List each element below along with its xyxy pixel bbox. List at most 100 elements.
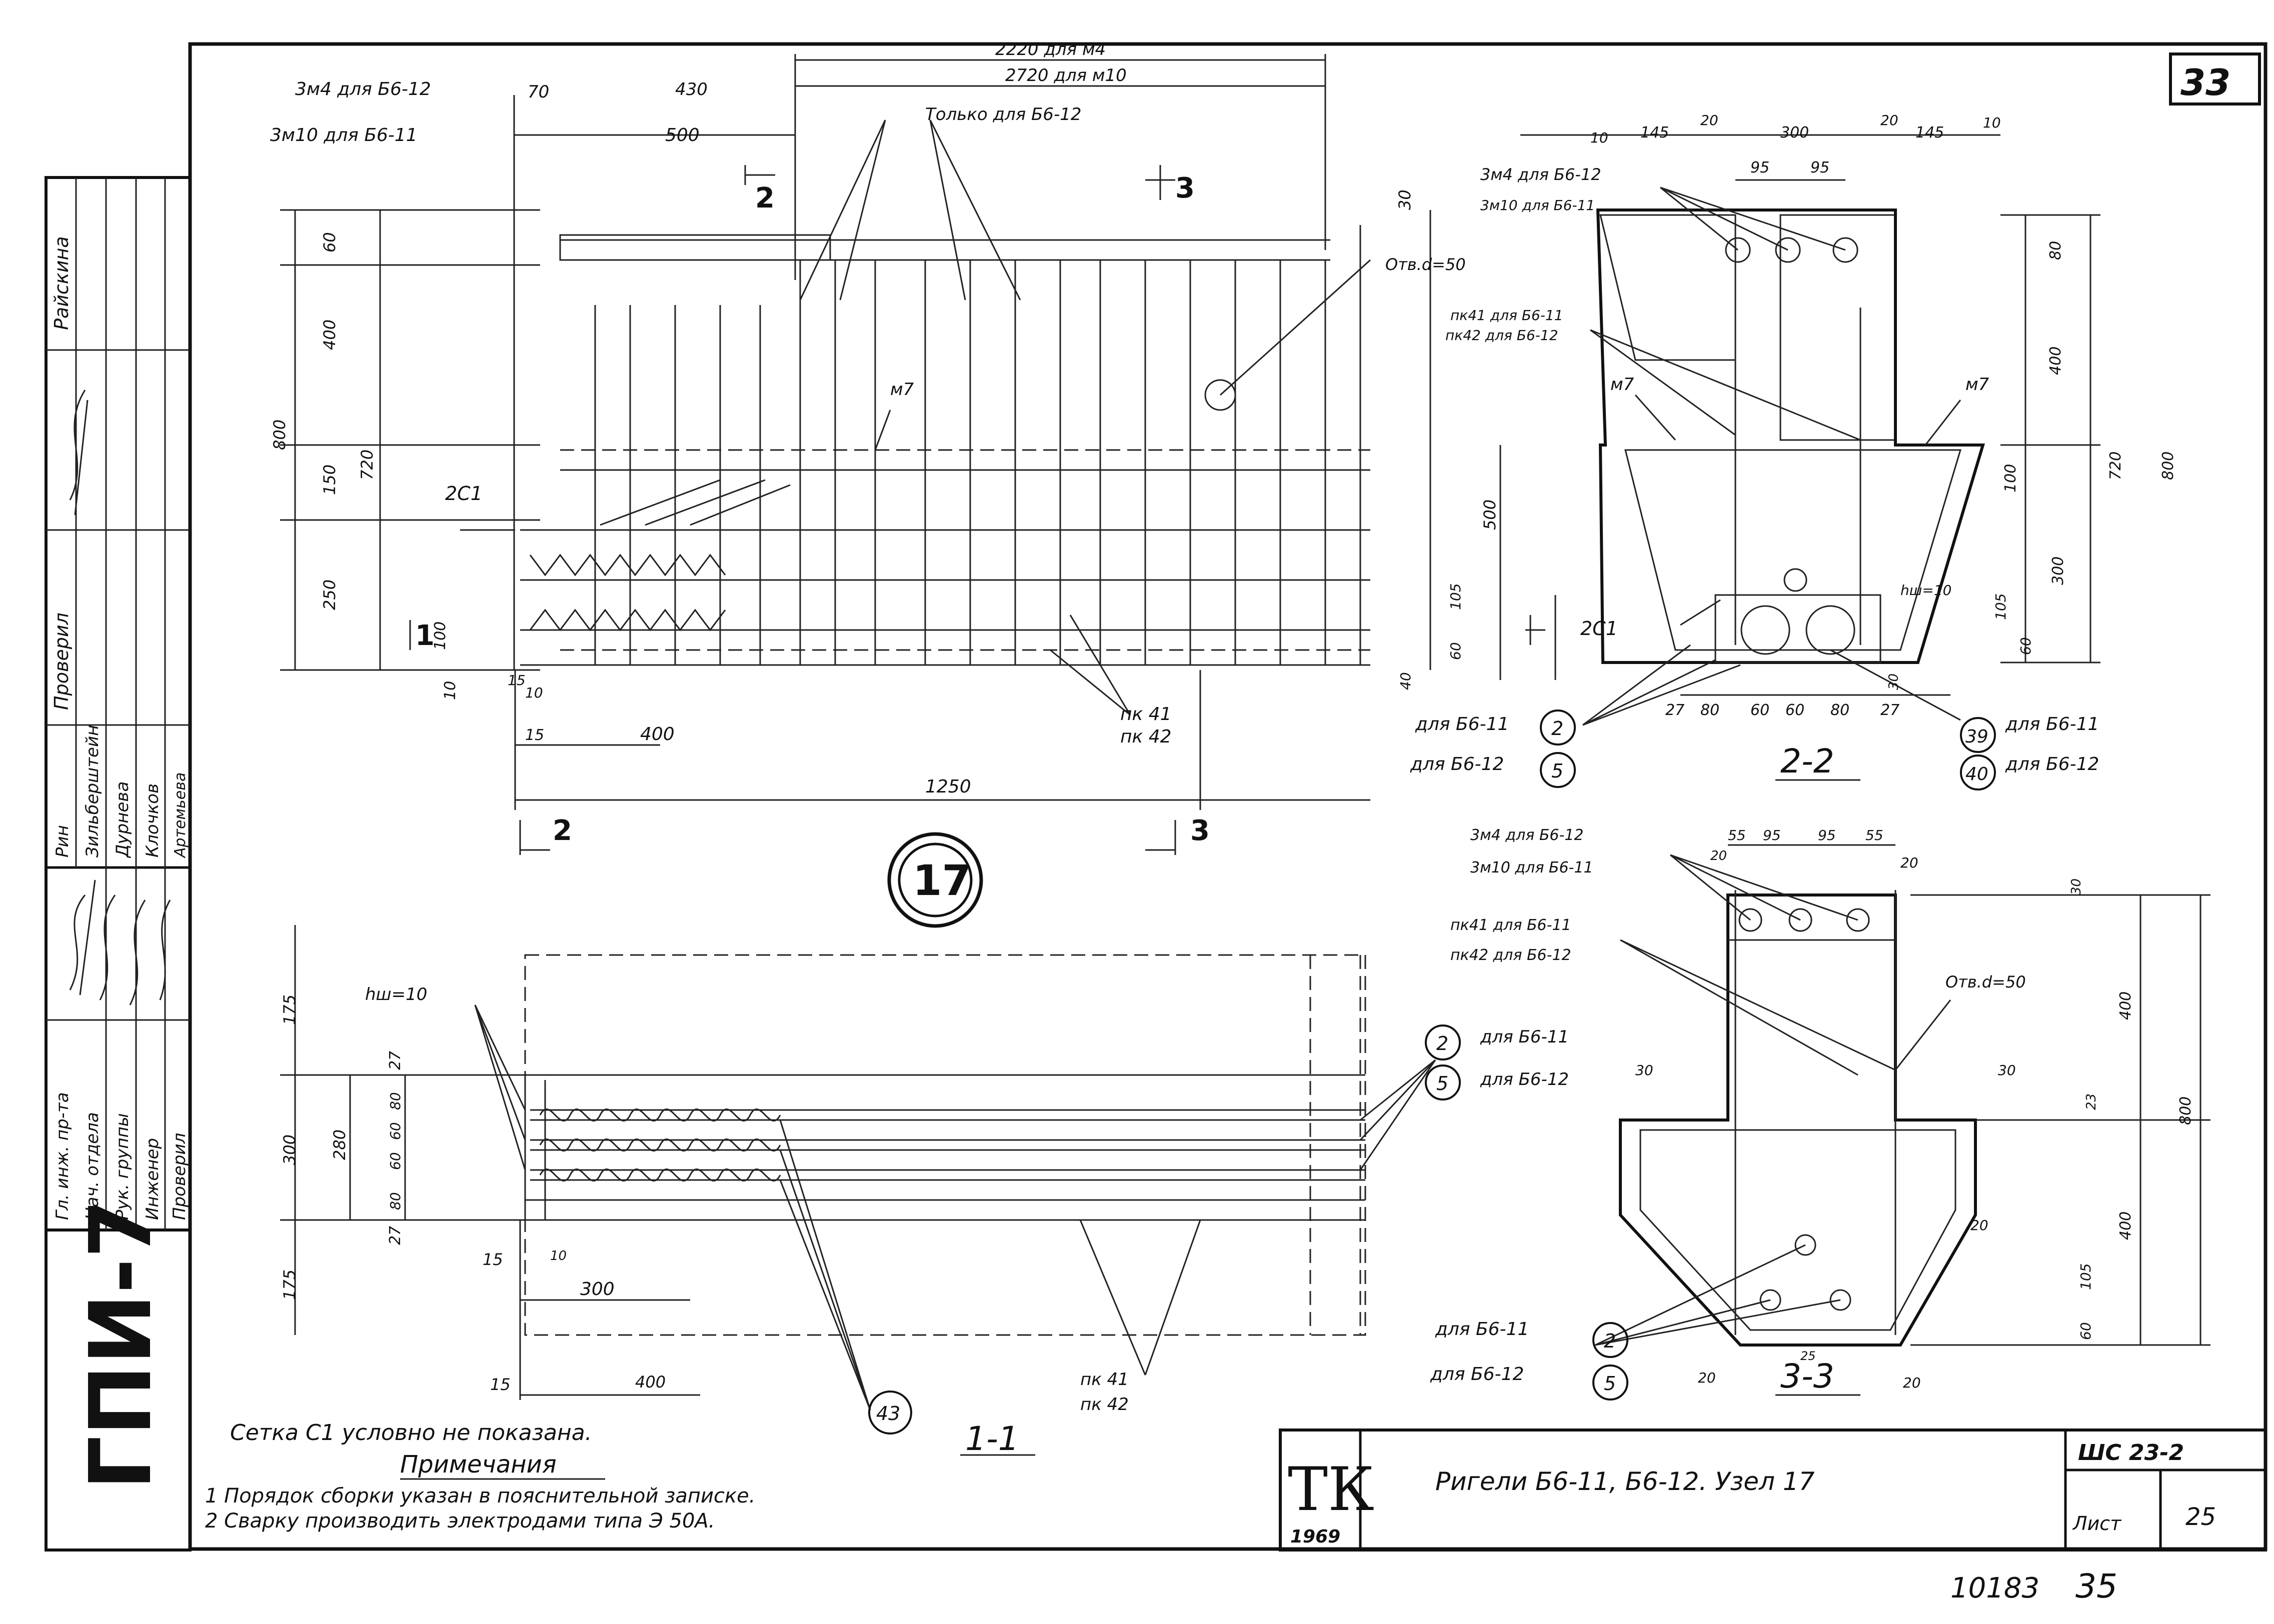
s33-dim-25: 25 (1800, 1349, 1816, 1363)
s22-dim-40: 40 (1397, 672, 1414, 690)
s11-dim-300: 300 (280, 1134, 299, 1165)
dim-250: 250 (320, 580, 339, 610)
s33-label-3m4: 3м4 для Б6-12 (1470, 826, 1584, 844)
s22-label-pk41: пк41 для Б6-11 (1450, 307, 1563, 324)
s33-title: 3-3 (1780, 1357, 1834, 1396)
dim-500: 500 (665, 125, 700, 146)
s33-dim-55a: 55 (1728, 827, 1746, 844)
dim-70: 70 (528, 82, 549, 102)
s11-dim-27a: 27 (387, 1051, 404, 1070)
s33-callout-2: 2 (1604, 1330, 1616, 1352)
s33-dim-20e: 20 (1903, 1374, 1921, 1391)
s22-dim-27a: 27 (1665, 702, 1684, 719)
dim-2220: 2220 для м4 (995, 40, 1106, 60)
label-pk41: пк 41 (1120, 704, 1172, 724)
s11-callouts (868, 1024, 1461, 1434)
title-text: Ригели Б6-11, Б6-12. Узел 17 (1435, 1467, 1815, 1496)
stamp-name-3: Дурнева (113, 782, 133, 858)
s33-dim-23: 23 (2084, 1094, 2099, 1110)
s11-callout-2: 2 (1436, 1032, 1448, 1054)
s22-callout-5: 5 (1551, 760, 1563, 782)
s22-dim-10a: 10 (1590, 130, 1608, 146)
s22-label-pk42: пк42 для Б6-12 (1445, 327, 1558, 344)
section-mark-3a: 3 (1175, 172, 1195, 204)
s22-dim-20a: 20 (1700, 112, 1718, 128)
s11-callout-43: 43 (876, 1402, 900, 1424)
section-mark-1: 1 (415, 620, 435, 652)
dim-430: 430 (675, 80, 708, 100)
node-badge: 17 (887, 832, 983, 928)
s22-dim-80b: 80 (1830, 702, 1849, 719)
organization-code: ГПИ-7 (72, 1199, 171, 1490)
s11-callout-5: 5 (1436, 1072, 1448, 1094)
dim-800: 800 (270, 420, 289, 450)
title-year: 1969 (1290, 1526, 1340, 1547)
s22-dim-800: 800 (2159, 452, 2177, 480)
sheet-number: 33 (2180, 62, 2230, 104)
s22-dim-60a: 60 (1750, 702, 1769, 719)
note-1: 1 Порядок сборки указан в пояснительной … (205, 1484, 755, 1508)
s11-dim-175a: 175 (280, 994, 299, 1025)
label-2c1: 2С1 (445, 482, 483, 504)
stamp-role-3: Рук. группы (113, 1113, 133, 1220)
s22-callout-40: 40 (1965, 764, 1988, 784)
s22-dim-95a: 95 (1750, 159, 1769, 176)
dim-10b: 10 (525, 684, 543, 701)
stamp-role-5: Проверил (170, 1133, 190, 1220)
s11-dim-15a: 15 (483, 1250, 503, 1269)
s11-dim-60a: 60 (387, 1122, 404, 1140)
s11-dim-27b: 27 (387, 1226, 404, 1245)
s33-dim-60: 60 (2077, 1322, 2094, 1340)
bottom-page: 35 (2075, 1567, 2117, 1606)
note-c1: Сетка С1 условно не показана. (230, 1420, 592, 1446)
title-sheet-num: 25 (2185, 1503, 2216, 1531)
s22-dim-300v: 300 (2049, 556, 2067, 585)
approval-stamp: Гл. инж. пр-та Нач. отдела Рук. группы И… (45, 176, 192, 1552)
dim-400: 400 (320, 320, 339, 350)
s22-dim-400: 400 (2047, 346, 2064, 375)
s22-dim-720: 720 (2107, 452, 2124, 480)
stamp-name-2: Зильберштейн (83, 725, 103, 858)
stamp-role-1: Гл. инж. пр-та (53, 1092, 73, 1220)
s33-dim-30l: 30 (1635, 1062, 1653, 1078)
dim-60: 60 (320, 232, 339, 252)
s33-dim-400b: 400 (2117, 1212, 2134, 1240)
sheet-frame: 33 (188, 42, 2267, 1551)
s11-for612: для Б6-12 (1480, 1070, 1569, 1090)
s11-dim-175b: 175 (280, 1270, 299, 1300)
section-3-3: 55 95 95 55 20 20 3м4 для Б6-12 3м10 для… (1430, 826, 2210, 1400)
s22-dim-100: 100 (2002, 464, 2019, 492)
s33-dim-95a: 95 (1763, 827, 1781, 844)
s22-for612a: для Б6-12 (1410, 754, 1504, 774)
section-mark-2a: 2 (755, 182, 775, 214)
title-logo: ТК (1288, 1455, 1374, 1524)
dim-15a: 15 (508, 672, 526, 688)
stamp-name-1: Рин (53, 825, 73, 858)
label-pk42: пк 42 (1120, 726, 1172, 747)
section-1-1: hш=10 175 27 80 60 60 80 280 300 27 175 … (280, 925, 1569, 1458)
s33-for611: для Б6-11 (1435, 1319, 1529, 1340)
stamp-role-4: Инженер (143, 1138, 163, 1220)
s11-dim-10: 10 (550, 1248, 567, 1264)
section-mark-3b: 3 (1190, 814, 1210, 847)
s11-pk41: пк 41 (1080, 1370, 1129, 1390)
s22-dim-500: 500 (1480, 500, 1499, 530)
s22-dim-80: 80 (2047, 241, 2064, 260)
dim-10: 10 (442, 681, 459, 700)
s22-label-2c1: 2С1 (1580, 618, 1618, 640)
stamp-checked-name: Райскина (51, 236, 73, 330)
s22-dim-300: 300 (1780, 124, 1809, 142)
s22-dim-27b: 27 (1880, 702, 1899, 719)
s11-hw: hш=10 (365, 984, 427, 1004)
s33-dim-105: 105 (2077, 1264, 2094, 1290)
s11-pk42: пк 42 (1080, 1394, 1129, 1414)
s22-label-m7b: м7 (1965, 374, 1989, 394)
s22-dim-95b: 95 (1810, 159, 1829, 176)
dim-100: 100 (432, 622, 449, 650)
node-badge-number: 17 (913, 856, 971, 905)
s11-dim-300h: 300 (580, 1279, 615, 1300)
s22-label-3m10: 3м10 для Б6-11 (1480, 197, 1595, 214)
s22-dim-60l: 60 (1447, 642, 1464, 660)
s11-dim-80a: 80 (387, 1092, 404, 1110)
s22-dim-10b: 10 (1983, 114, 2001, 131)
